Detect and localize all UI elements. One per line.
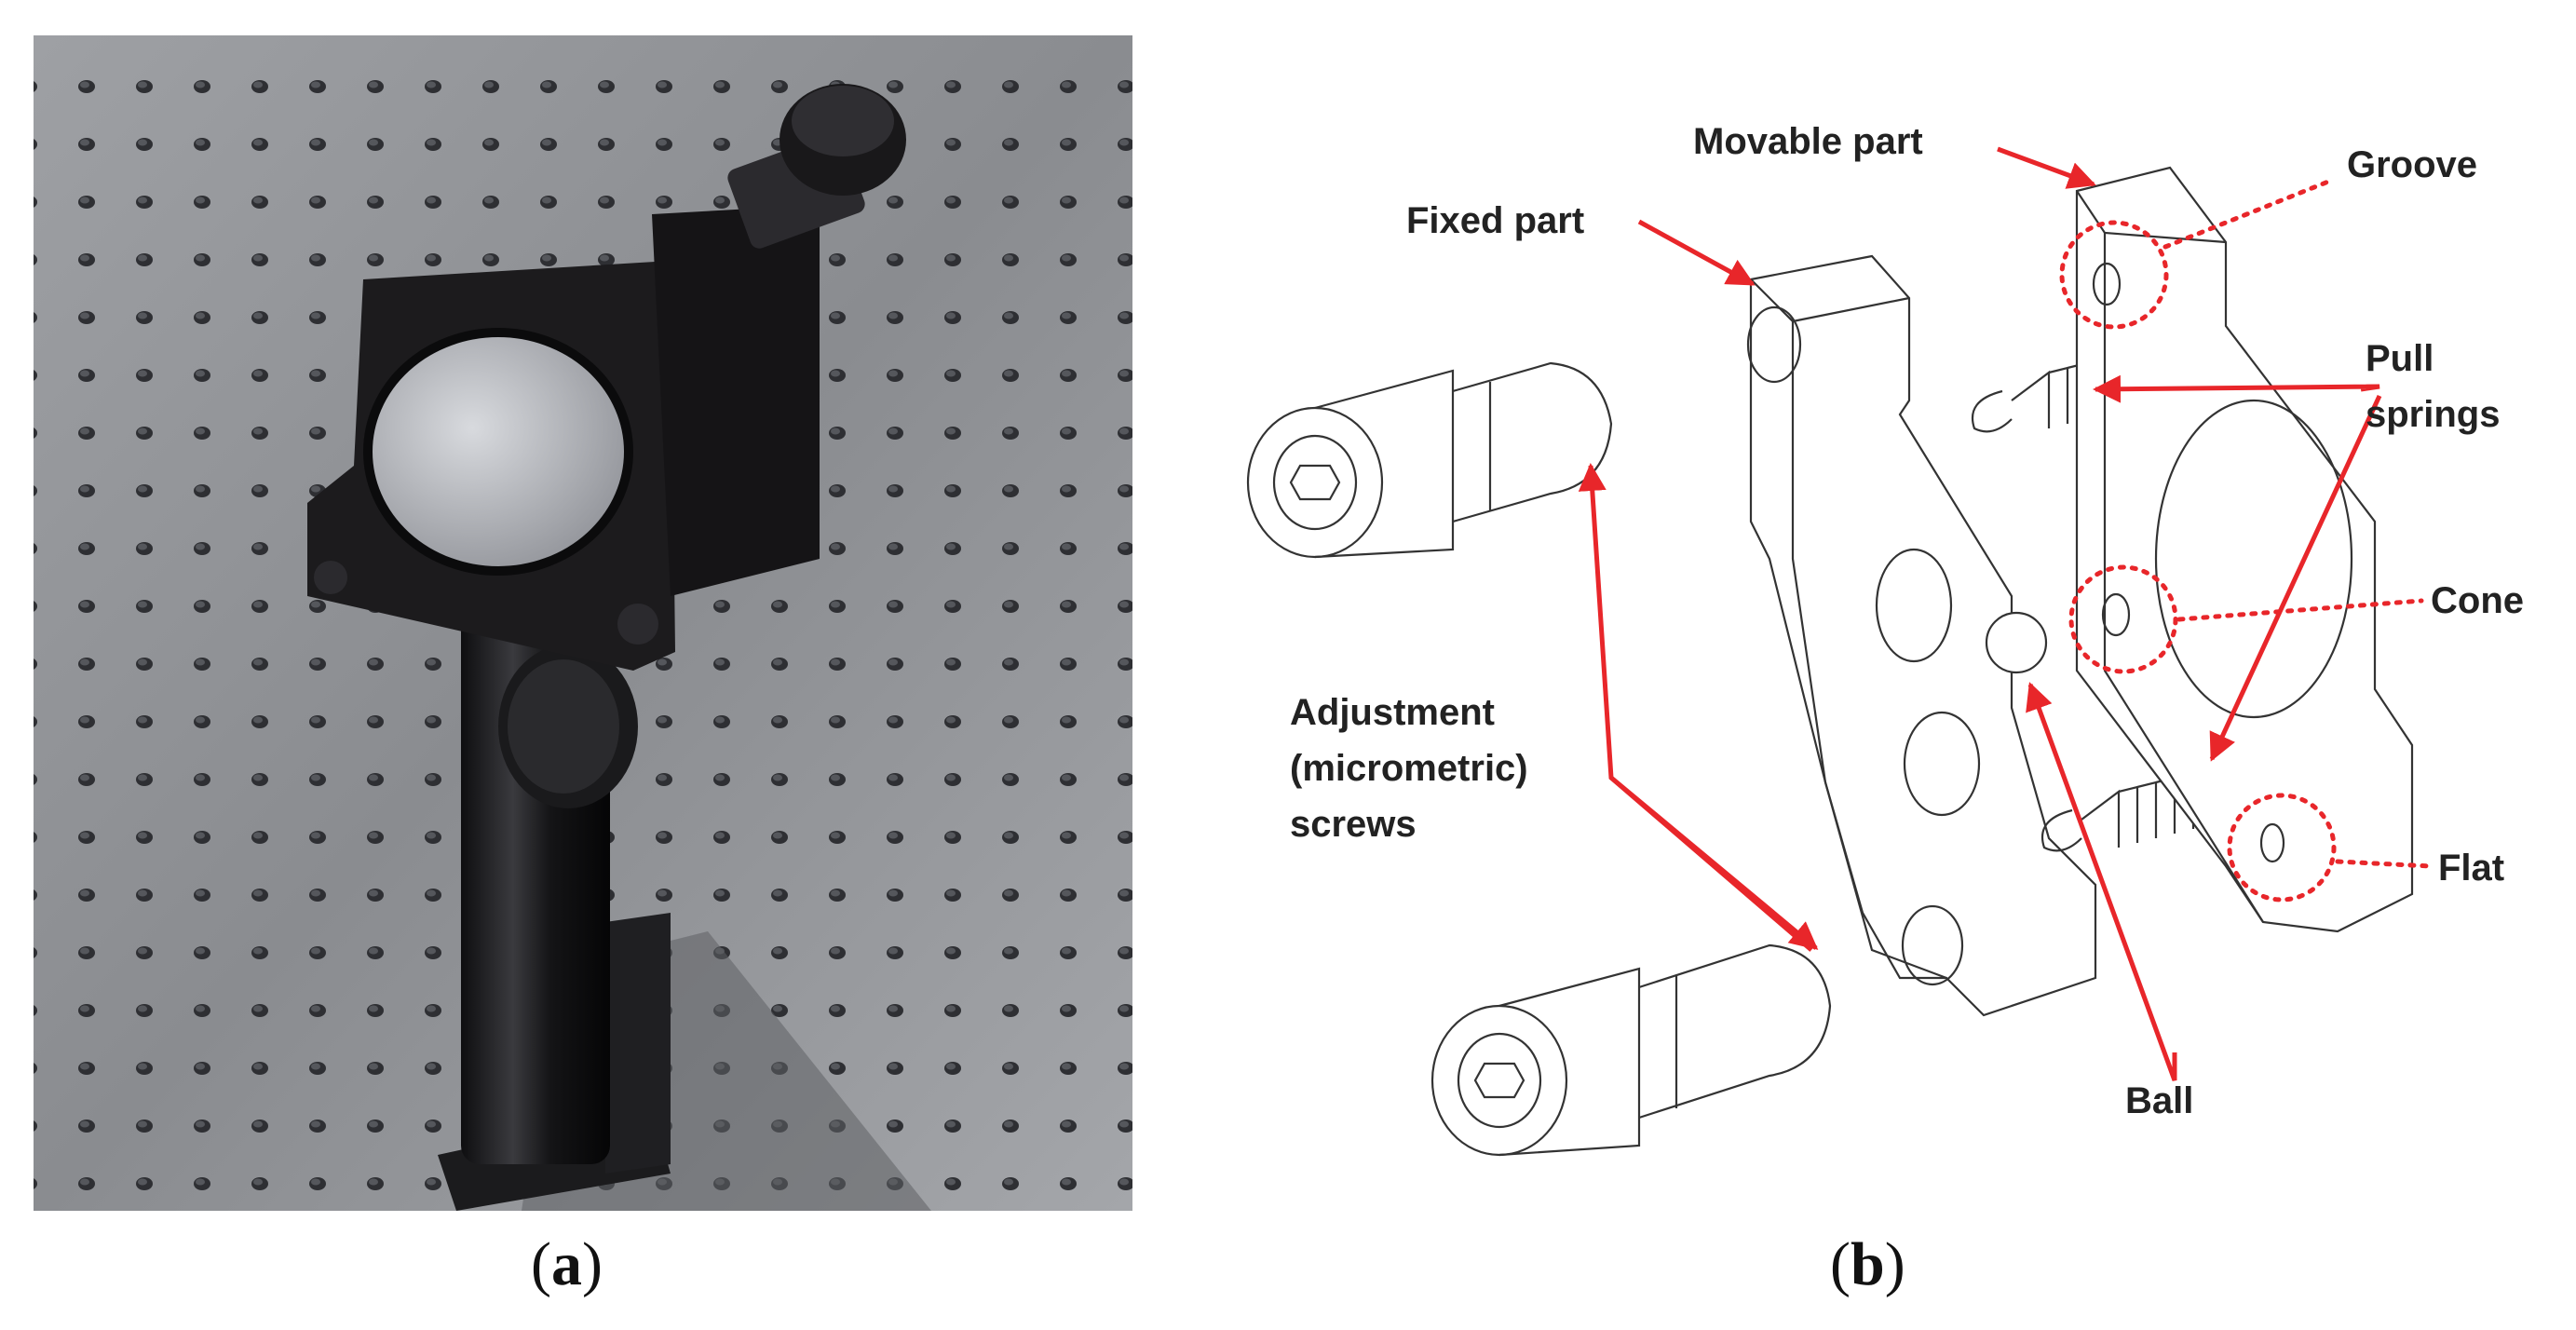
pull-spring-bottom (2040, 771, 2195, 852)
movable-part-arrow (1997, 146, 2096, 189)
corner-screw-icon (314, 561, 347, 594)
label-flat: Flat (2438, 848, 2504, 889)
flat-leader (2335, 859, 2434, 869)
label-adjustment-2: (micrometric) (1290, 748, 1528, 789)
label-pull-springs-1: Pull (2366, 338, 2434, 379)
ball (1985, 611, 2048, 674)
fixed-part-arrow (1637, 219, 1756, 287)
cone-leader (2176, 598, 2424, 622)
flat-marker (2227, 793, 2337, 902)
label-movable-part: Movable part (1693, 121, 1923, 162)
photo-panel (34, 35, 1132, 1211)
fixed-part (1746, 254, 2097, 1017)
caption-a-letter: a (550, 1230, 582, 1298)
caption-b: (b) (1830, 1229, 1905, 1300)
side-knob-face (508, 659, 619, 794)
spring-arrow-top (2093, 374, 2380, 403)
ball-arrow (2026, 682, 2177, 1081)
caption-a-close: ) (581, 1230, 603, 1298)
label-cone: Cone (2431, 580, 2524, 621)
corner-screw-icon (617, 604, 658, 645)
groove-leader (2162, 179, 2331, 250)
label-adjustment-1: Adjustment (1290, 692, 1495, 733)
label-adjustment-3: screws (1290, 804, 1417, 845)
mirror-rim (363, 328, 633, 576)
label-pull-springs-2: springs (2366, 394, 2500, 435)
base-bracket (605, 913, 671, 1174)
adjustment-screw-bottom (1430, 943, 1832, 1157)
mount-plate (652, 205, 820, 596)
caption-a-open: ( (531, 1230, 551, 1298)
label-fixed-part: Fixed part (1406, 200, 1584, 241)
caption-a: (a) (531, 1229, 603, 1300)
adjustment-arrow-bottom (1609, 776, 1819, 950)
caption-b-letter: b (1850, 1230, 1885, 1298)
caption-b-open: ( (1830, 1230, 1851, 1298)
mirror (368, 332, 629, 571)
diagram-panel (1246, 166, 2414, 1157)
groove-marker (2059, 220, 2169, 330)
caption-b-close: ) (1884, 1230, 1905, 1298)
cone-marker (2068, 564, 2178, 674)
top-knob-face (792, 86, 894, 156)
label-ball: Ball (2125, 1080, 2193, 1121)
spring-arrow-bottom (2209, 394, 2382, 762)
movable-part (2075, 166, 2414, 933)
annotations (1578, 146, 2434, 1081)
adjustment-screw-top (1246, 361, 1613, 559)
label-groove: Groove (2347, 144, 2477, 185)
